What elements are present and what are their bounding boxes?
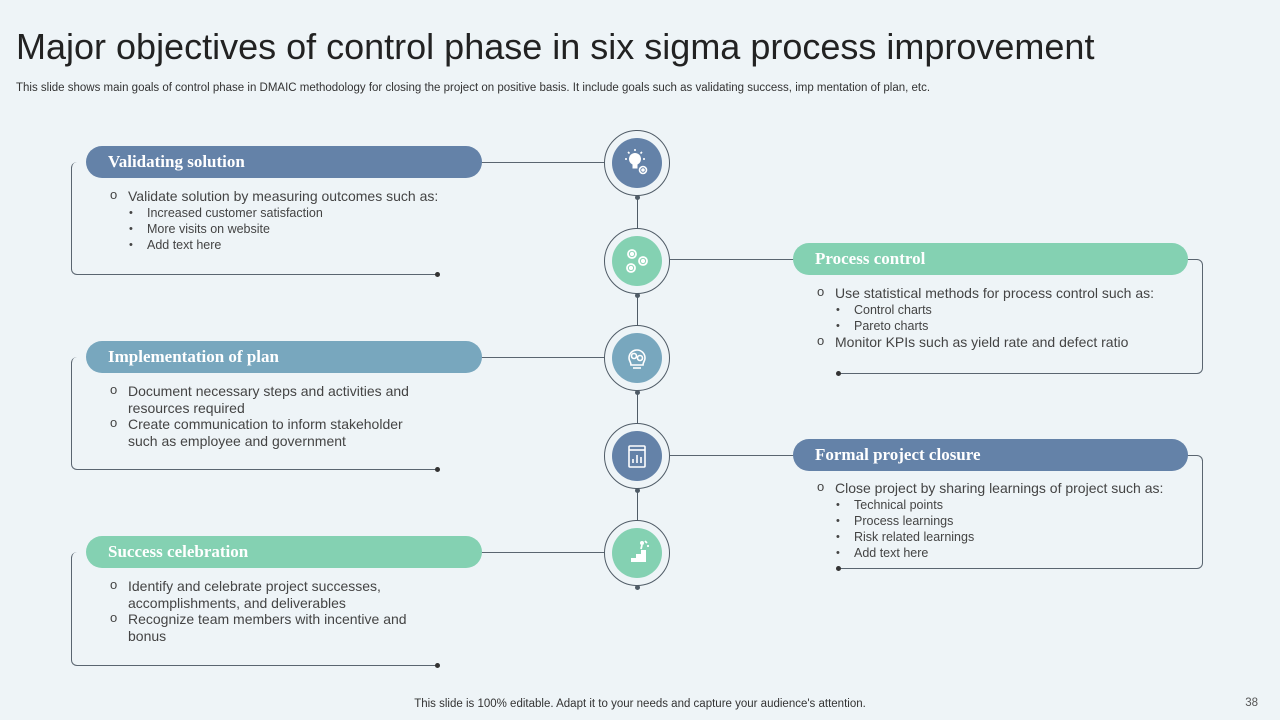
page-subtitle: This slide shows main goals of control p… <box>16 82 931 94</box>
timeline-dot <box>635 488 640 493</box>
card-end-dot <box>836 566 841 571</box>
timeline-node-5 <box>604 520 670 586</box>
connector-line <box>480 357 604 358</box>
card-validating-solution-frame <box>71 162 440 277</box>
connector-line <box>480 552 604 553</box>
card-end-dot <box>435 663 440 668</box>
card-success-celebration-frame <box>71 552 440 668</box>
card-body-validating-solution: Validate solution by measuring outcomes … <box>110 187 470 253</box>
timeline-dot <box>635 293 640 298</box>
timeline-line <box>637 196 638 230</box>
bullet-item: Use statistical methods for process cont… <box>817 284 1177 302</box>
card-heading-implementation-of-plan: Implementation of plan <box>86 341 482 373</box>
card-body-success-celebration: Identify and celebrate project successes… <box>110 577 420 644</box>
bullet-item: Monitor KPIs such as yield rate and defe… <box>817 333 1177 351</box>
sub-bullet-item: Increased customer satisfaction <box>110 205 470 221</box>
timeline-node-3 <box>604 325 670 391</box>
card-end-dot <box>435 272 440 277</box>
connector-line <box>670 259 796 260</box>
card-body-implementation-of-plan: Document necessary steps and activities … <box>110 382 420 449</box>
card-heading-validating-solution: Validating solution <box>86 146 482 178</box>
report-document-icon <box>611 430 662 481</box>
sub-bullet-item: Pareto charts <box>817 318 1177 334</box>
page-number: 38 <box>1245 697 1258 709</box>
bullet-item: Close project by sharing learnings of pr… <box>817 479 1187 497</box>
brain-gears-icon <box>611 332 662 383</box>
bullet-item: Validate solution by measuring outcomes … <box>110 187 470 205</box>
timeline-line <box>637 294 638 328</box>
card-heading-formal-project-closure: Formal project closure <box>793 439 1188 471</box>
card-heading-process-control: Process control <box>793 243 1188 275</box>
card-body-formal-project-closure: Close project by sharing learnings of pr… <box>817 479 1187 561</box>
sub-bullet-item: Risk related learnings <box>817 529 1187 545</box>
card-end-dot <box>435 467 440 472</box>
sub-bullet-item: Technical points <box>817 497 1187 513</box>
card-heading-success-celebration: Success celebration <box>86 536 482 568</box>
page-title: Major objectives of control phase in six… <box>16 26 1095 67</box>
bullet-item: Identify and celebrate project successes… <box>110 577 420 611</box>
connector-line <box>480 162 604 163</box>
connector-line <box>670 455 796 456</box>
timeline-line <box>637 391 638 425</box>
sub-bullet-item: More visits on website <box>110 221 470 237</box>
sub-bullet-item: Process learnings <box>817 513 1187 529</box>
bullet-item: Create communication to inform stakehold… <box>110 415 420 449</box>
timeline-node-1 <box>604 130 670 196</box>
timeline-dot <box>635 585 640 590</box>
bullet-item: Recognize team members with incentive an… <box>110 610 420 644</box>
sub-bullet-item: Add text here <box>110 237 470 253</box>
gears-icon <box>611 235 662 286</box>
timeline-line <box>637 489 638 523</box>
timeline-dot <box>635 390 640 395</box>
timeline-dot <box>635 195 640 200</box>
slide-footer: This slide is 100% editable. Adapt it to… <box>414 698 866 710</box>
lightbulb-gear-icon <box>611 137 662 188</box>
card-body-process-control: Use statistical methods for process cont… <box>817 284 1177 351</box>
card-implementation-frame <box>71 357 440 472</box>
timeline-node-4 <box>604 423 670 489</box>
card-end-dot <box>836 371 841 376</box>
sub-bullet-item: Add text here <box>817 545 1187 561</box>
sub-bullet-item: Control charts <box>817 302 1177 318</box>
stairs-success-icon <box>611 527 662 578</box>
bullet-item: Document necessary steps and activities … <box>110 382 420 416</box>
timeline-node-2 <box>604 228 670 294</box>
